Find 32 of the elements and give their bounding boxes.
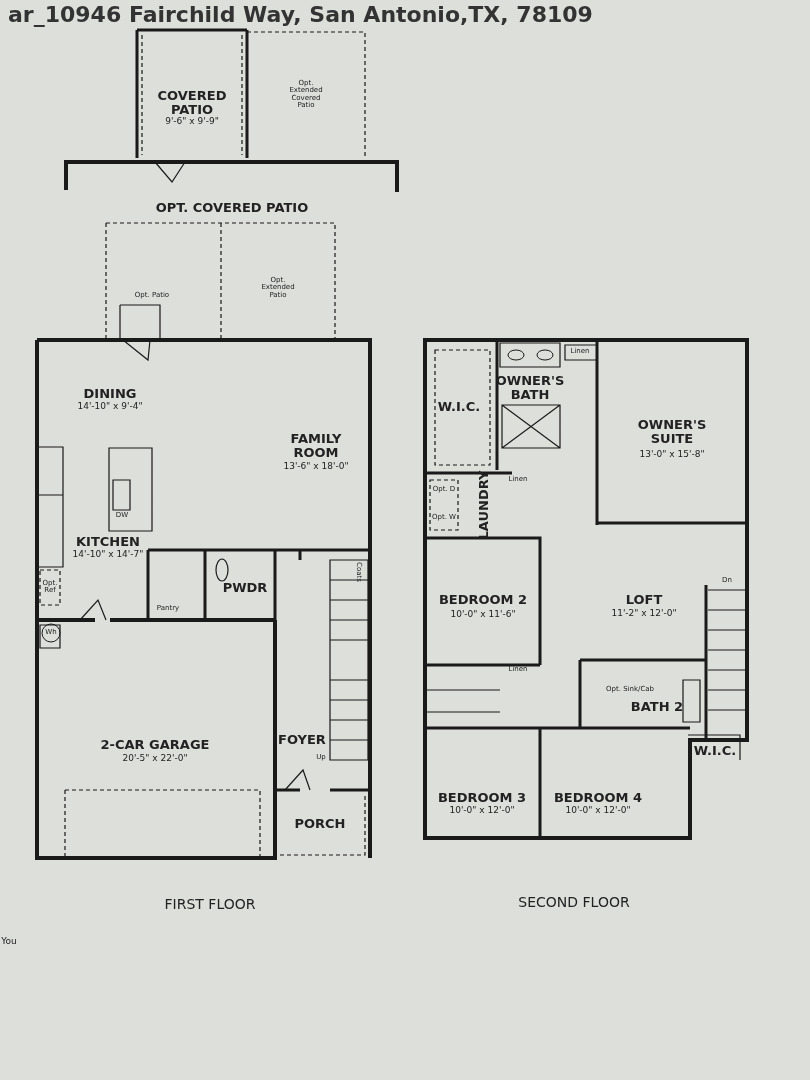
dimension-text: 10'-0" x 12'-0" bbox=[565, 806, 631, 816]
dimension-text: 9'-6" x 9'-9" bbox=[165, 117, 219, 127]
dimension-text: 20'-5" x 22'-0" bbox=[122, 754, 188, 764]
floor-title: FIRST FLOOR bbox=[164, 896, 256, 912]
room-label: FOYER bbox=[277, 733, 327, 747]
room-label: BEDROOM 2 bbox=[438, 593, 528, 607]
dimension-text: 10'-0" x 11'-6" bbox=[450, 610, 516, 620]
room-label: PORCH bbox=[293, 817, 347, 831]
room-label: BEDROOM 3 bbox=[437, 791, 527, 805]
dimension-text: 13'-0" x 15'-8" bbox=[639, 450, 705, 460]
room-label: COVERED PATIO bbox=[156, 89, 228, 117]
dimension-text: 10'-0" x 12'-0" bbox=[449, 806, 515, 816]
room-label: BATH 2 bbox=[629, 700, 685, 714]
dimension-text: 11'-2" x 12'-0" bbox=[611, 609, 677, 619]
room-label: W.I.C. bbox=[436, 400, 482, 414]
room-label: FAMILY ROOM bbox=[289, 432, 343, 460]
room-label: 2-CAR GARAGE bbox=[100, 738, 210, 752]
address-heading: ar_10946 Fairchild Way, San Antonio,TX, 78109 bbox=[8, 2, 593, 27]
dimension-text: 13'-6" x 18'-0" bbox=[283, 462, 349, 472]
room-label: LAUNDRY bbox=[477, 470, 491, 540]
room-label: BEDROOM 4 bbox=[553, 791, 643, 805]
floor-title: SECOND FLOOR bbox=[518, 894, 630, 910]
room-label: KITCHEN bbox=[75, 535, 141, 549]
room-label: DINING bbox=[82, 387, 138, 401]
room-label: PWDR bbox=[221, 581, 269, 595]
room-label: W.I.C. bbox=[692, 744, 738, 758]
section-label: OPT. COVERED PATIO bbox=[155, 201, 309, 215]
partial-text: You bbox=[1, 937, 17, 947]
dimension-text: 14'-10" x 9'-4" bbox=[77, 402, 143, 412]
dimension-text: 14'-10" x 14'-7" bbox=[72, 550, 144, 560]
room-label: OWNER'S SUITE bbox=[636, 418, 708, 446]
room-label: LOFT bbox=[624, 593, 664, 607]
